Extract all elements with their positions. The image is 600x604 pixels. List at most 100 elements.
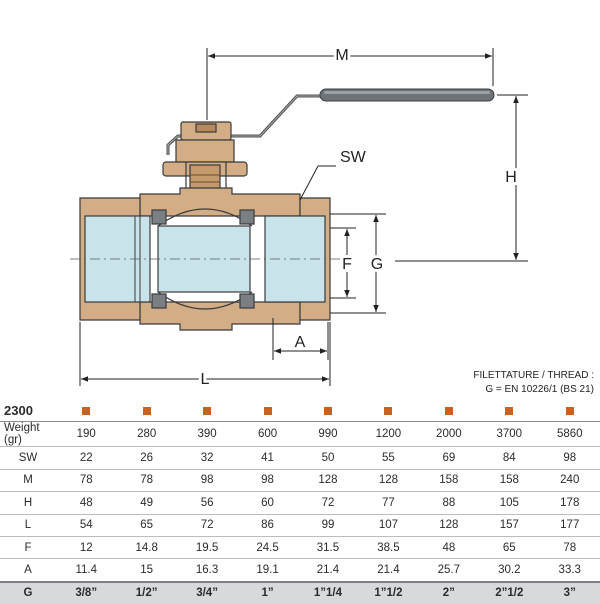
finish-square-icon xyxy=(203,407,211,415)
table-cell: 98 xyxy=(237,469,297,491)
table-cell: 280 xyxy=(116,422,176,447)
table-cell: 19.5 xyxy=(177,536,237,558)
table-cell: 14.8 xyxy=(116,536,176,558)
table-cell: 41 xyxy=(237,447,297,469)
label-A: A xyxy=(295,334,306,351)
table-cell: 1”1/2 xyxy=(358,582,418,604)
table-cell: 105 xyxy=(479,492,539,514)
table-cell: 84 xyxy=(479,447,539,469)
table-cell: 72 xyxy=(298,492,358,514)
seat-right-bottom xyxy=(240,294,254,308)
ball-valve-drawing: M H SW F G A L xyxy=(0,0,600,400)
table-cell: 2”1/2 xyxy=(479,582,539,604)
table-cell: 1/2” xyxy=(116,582,176,604)
thread-note-standard: G = EN 10226/1 (BS 21) xyxy=(473,383,594,397)
row-label: Weight (gr) xyxy=(0,422,56,447)
color-swatch xyxy=(419,400,479,422)
label-G: G xyxy=(371,256,383,273)
finish-square-icon xyxy=(82,407,90,415)
table-cell: 49 xyxy=(116,492,176,514)
table-cell: 78 xyxy=(116,469,176,491)
color-swatch xyxy=(177,400,237,422)
table-cell: 240 xyxy=(540,469,600,491)
table-cell: 86 xyxy=(237,514,297,536)
handle-grip xyxy=(320,89,494,101)
table-cell: 1200 xyxy=(358,422,418,447)
table-cell: 50 xyxy=(298,447,358,469)
finish-square-icon xyxy=(566,407,574,415)
table-cell: 157 xyxy=(479,514,539,536)
color-swatch xyxy=(237,400,297,422)
dim-M xyxy=(207,48,493,120)
table-cell: 3/4” xyxy=(177,582,237,604)
table-cell: 178 xyxy=(540,492,600,514)
table-cell: 2000 xyxy=(419,422,479,447)
label-SW: SW xyxy=(340,149,367,166)
table-cell: 72 xyxy=(177,514,237,536)
table-cell: 26 xyxy=(116,447,176,469)
table-cell: 5860 xyxy=(540,422,600,447)
table-cell: 38.5 xyxy=(358,536,418,558)
table-cell: 48 xyxy=(56,492,116,514)
color-swatch xyxy=(116,400,176,422)
label-H: H xyxy=(505,169,517,186)
table-cell: 54 xyxy=(56,514,116,536)
label-F: F xyxy=(342,256,352,273)
color-swatch xyxy=(298,400,358,422)
table-cell: 33.3 xyxy=(540,559,600,582)
row-label: M xyxy=(0,469,56,491)
table-cell: 12 xyxy=(56,536,116,558)
table-cell: 190 xyxy=(56,422,116,447)
row-label: L xyxy=(0,514,56,536)
table-cell: 78 xyxy=(540,536,600,558)
finish-square-icon xyxy=(505,407,513,415)
table-cell: 98 xyxy=(540,447,600,469)
stem-housing xyxy=(176,140,234,162)
seat-left-top xyxy=(152,210,166,224)
table-cell: 128 xyxy=(358,469,418,491)
table-cell: 65 xyxy=(116,514,176,536)
table-cell: 55 xyxy=(358,447,418,469)
table-cell: 3700 xyxy=(479,422,539,447)
table-cell: 1”1/4 xyxy=(298,582,358,604)
table-cell: 30.2 xyxy=(479,559,539,582)
table-cell: 24.5 xyxy=(237,536,297,558)
color-swatch xyxy=(56,400,116,422)
label-L: L xyxy=(201,371,210,388)
table-cell: 69 xyxy=(419,447,479,469)
color-swatch xyxy=(358,400,418,422)
row-label: H xyxy=(0,492,56,514)
row-label: F xyxy=(0,536,56,558)
table-cell: 98 xyxy=(177,469,237,491)
color-swatch xyxy=(540,400,600,422)
color-swatch xyxy=(479,400,539,422)
table-cell: 19.1 xyxy=(237,559,297,582)
seat-left-bottom xyxy=(152,294,166,308)
table-cell: 158 xyxy=(479,469,539,491)
finish-square-icon xyxy=(324,407,332,415)
table-cell: 77 xyxy=(358,492,418,514)
table-cell: 990 xyxy=(298,422,358,447)
table-cell: 16.3 xyxy=(177,559,237,582)
row-label: G xyxy=(0,582,56,604)
table-cell: 65 xyxy=(479,536,539,558)
table-cell: 11.4 xyxy=(56,559,116,582)
table-cell: 99 xyxy=(298,514,358,536)
seat-right-top xyxy=(240,210,254,224)
table-cell: 177 xyxy=(540,514,600,536)
table-cell: 128 xyxy=(419,514,479,536)
table-cell: 22 xyxy=(56,447,116,469)
finish-square-icon xyxy=(143,407,151,415)
table-cell: 158 xyxy=(419,469,479,491)
table-cell: 60 xyxy=(237,492,297,514)
table-cell: 48 xyxy=(419,536,479,558)
table-cell: 15 xyxy=(116,559,176,582)
